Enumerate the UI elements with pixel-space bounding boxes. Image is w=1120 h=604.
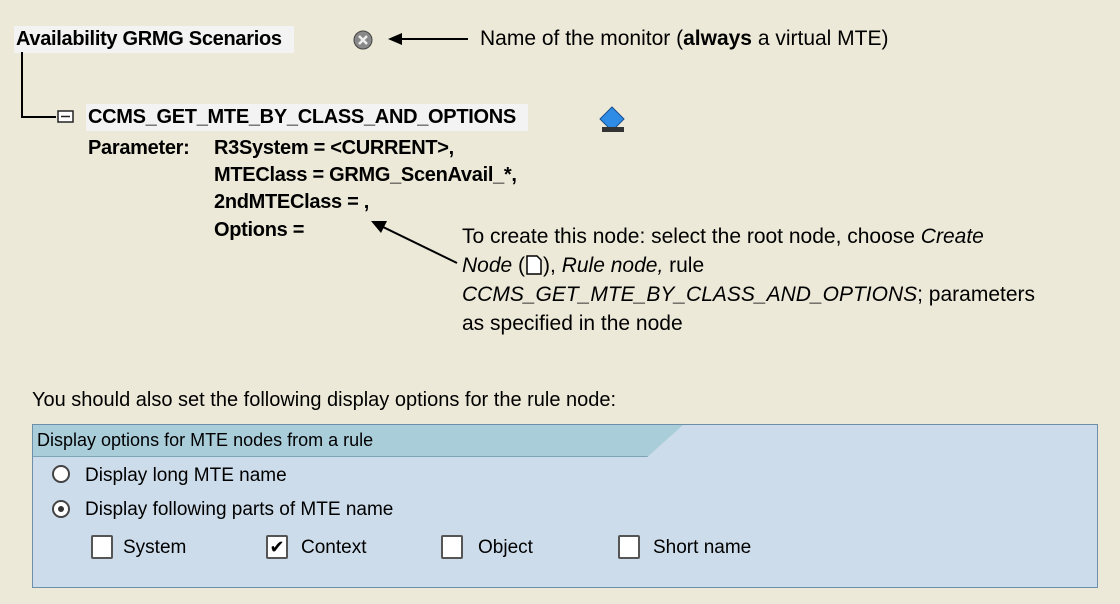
checkbox-context-label: Context — [301, 537, 367, 558]
panel-title: Display options for MTE nodes from a rul… — [37, 430, 374, 450]
tree-connector — [21, 52, 74, 123]
radio-long-mte-name[interactable] — [52, 465, 70, 483]
monitor-title: Availability GRMG Scenarios — [14, 26, 294, 53]
checkbox-short-name-label: Short name — [653, 537, 752, 558]
radio-following-parts-label: Display following parts of MTE name — [85, 499, 394, 520]
create-node-instructions: To create this node: select the root nod… — [462, 225, 1036, 335]
rule-node-name: CCMS_GET_MTE_BY_CLASS_AND_OPTIONS — [86, 104, 528, 131]
param-options: Options = — [214, 219, 305, 241]
radio-long-mte-name-label: Display long MTE name — [85, 465, 287, 486]
checkbox-object-label: Object — [478, 537, 533, 558]
monitor-annotation: Name of the monitor (always a virtual MT… — [480, 27, 889, 50]
checkbox-object[interactable] — [441, 535, 463, 559]
checkbox-system[interactable] — [91, 535, 113, 559]
intro-text: You should also set the following displa… — [32, 389, 617, 411]
rule-node-icon — [599, 106, 625, 132]
arrow-diagonal-icon — [371, 221, 458, 264]
inactive-status-icon — [353, 30, 373, 50]
param-mteclass: MTEClass = GRMG_ScenAvail_*, — [214, 164, 517, 186]
monitor-title-text: Availability GRMG Scenarios — [16, 28, 282, 50]
create-document-icon — [526, 255, 542, 275]
param-r3system: R3System = <CURRENT>, — [214, 137, 454, 159]
param-2ndmteclass: 2ndMTEClass = , — [214, 191, 369, 213]
panel-header: Display options for MTE nodes from a rul… — [33, 425, 683, 457]
checkbox-context[interactable]: ✔ — [266, 535, 288, 559]
parameter-label: Parameter: — [88, 137, 190, 159]
checkbox-system-label: System — [123, 537, 187, 558]
display-options-panel: Display options for MTE nodes from a rul… — [32, 424, 1098, 588]
arrow-left-icon — [388, 33, 468, 45]
radio-following-parts[interactable] — [52, 500, 70, 518]
checkbox-short-name[interactable] — [618, 535, 640, 559]
